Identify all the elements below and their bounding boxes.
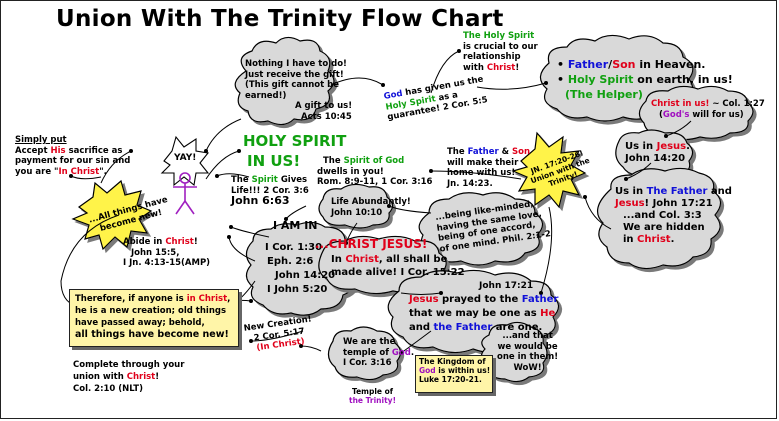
simply-put-text: Simply put Accept His sacrifice as payme…	[15, 135, 131, 177]
us-in-father-cloud-shape	[596, 167, 722, 270]
spirit-of-god-text: The Spirit of God dwells in you! Rom. 8:…	[317, 156, 433, 187]
gift-cloud-text: Nothing I have to do! Just receive the g…	[245, 59, 353, 122]
john-17-21-text: John 17:21 Jesus prayed to the Father th…	[409, 281, 559, 333]
gift-cloud-shape	[234, 36, 335, 126]
temple-trinity-text: Temple of the Trinity!	[349, 387, 396, 405]
father-son-home-text: The Father & Son will make their home wi…	[447, 147, 531, 189]
father-son-cloud-text: • Father/Son in Heaven. • Holy Spirit on…	[557, 58, 733, 101]
life-abundantly-text: Life Abundantly! John 10:10	[331, 197, 411, 218]
temple-cloud-text: We are the temple of God. I Cor. 3:16	[343, 337, 415, 368]
i-am-in-label: I AM IN	[273, 219, 318, 232]
holy-spirit-crucial-text: The Holy Spirit is crucial to our relati…	[463, 31, 538, 73]
holy-spirit-in-us-heading: HOLY SPIRIT IN US!	[243, 132, 347, 170]
all-things-burst-shape	[71, 179, 153, 251]
stick-figure	[173, 172, 197, 215]
page-title: Union With The Trinity Flow Chart	[56, 6, 504, 32]
abide-text: Abide in Christ! John 15:5, I Jn. 4:13-1…	[123, 237, 211, 268]
yay-burst-shape	[160, 135, 210, 187]
therefore-box	[69, 289, 239, 347]
temple-cloud-shape	[327, 326, 402, 381]
would-be-one-text: ...and that we would be one in them! WoW…	[497, 331, 559, 373]
us-in-jesus-cloud-shape	[615, 129, 694, 179]
jn-burst-shape	[511, 131, 587, 209]
kingdom-box	[415, 355, 493, 393]
christ-jesus-heading: ...CHRIST JESUS!	[315, 237, 428, 251]
spirit-gives-life-text: The Spirit Gives Life!!! 2 Cor. 3:6 John…	[231, 175, 309, 207]
in-christ-alive-text: In Christ, all shall be made alive! I Co…	[331, 254, 465, 278]
kingdom-box-text: The Kingdom of God is within us! Luke 17…	[419, 357, 491, 384]
us-in-father-text: Us in The Father and Jesus! John 17:21 .…	[615, 186, 732, 245]
us-in-jesus-text: Us in Jesus. John 14:20	[625, 141, 690, 164]
therefore-box-text: Therefore, if anyone is in Christ, he is…	[75, 294, 231, 340]
yay-label: YAY!	[174, 153, 197, 163]
complete-text: Complete through your union with Christ!…	[73, 360, 185, 394]
life-abundantly-cloud-shape	[318, 183, 394, 229]
connector-dots	[69, 49, 668, 368]
christ-in-us-text: Christ in us! ~ Col. 1:27 (God's will fo…	[651, 99, 765, 120]
center-cloud-text: I Cor. 1:30 Eph. 2:6 John 14:20 I John 5…	[265, 242, 336, 295]
